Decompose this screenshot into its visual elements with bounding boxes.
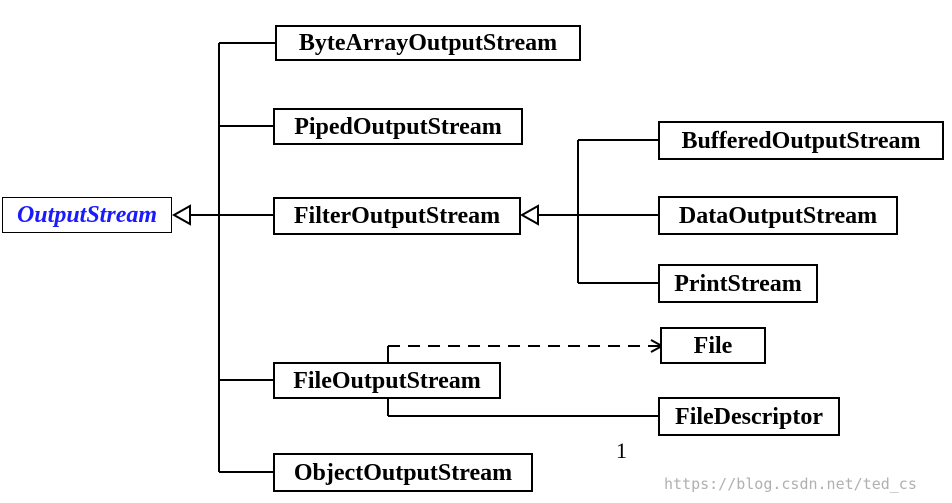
objectoutputstream-box: ObjectOutputStream [273, 453, 533, 492]
fileoutputstream-box: FileOutputStream [273, 362, 501, 399]
file-box: File [660, 327, 766, 364]
outputstream-box: OutputStream [2, 197, 172, 233]
dataoutputstream-box: DataOutputStream [658, 196, 898, 235]
watermark-url: https://blog.csdn.net/ted_cs [664, 475, 917, 493]
filedescriptor-box: FileDescriptor [658, 397, 840, 436]
bytearrayoutputstream-box: ByteArrayOutputStream [275, 25, 581, 61]
filteroutputstream-box: FilterOutputStream [273, 197, 521, 235]
printstream-box: PrintStream [658, 264, 818, 303]
footnote-number: 1 [616, 438, 627, 463]
inheritance-arrow-root [171, 204, 191, 226]
inheritance-arrow-filter [519, 204, 539, 226]
pipedoutputstream-box: PipedOutputStream [273, 108, 523, 145]
bufferedoutputstream-box: BufferedOutputStream [658, 121, 944, 160]
